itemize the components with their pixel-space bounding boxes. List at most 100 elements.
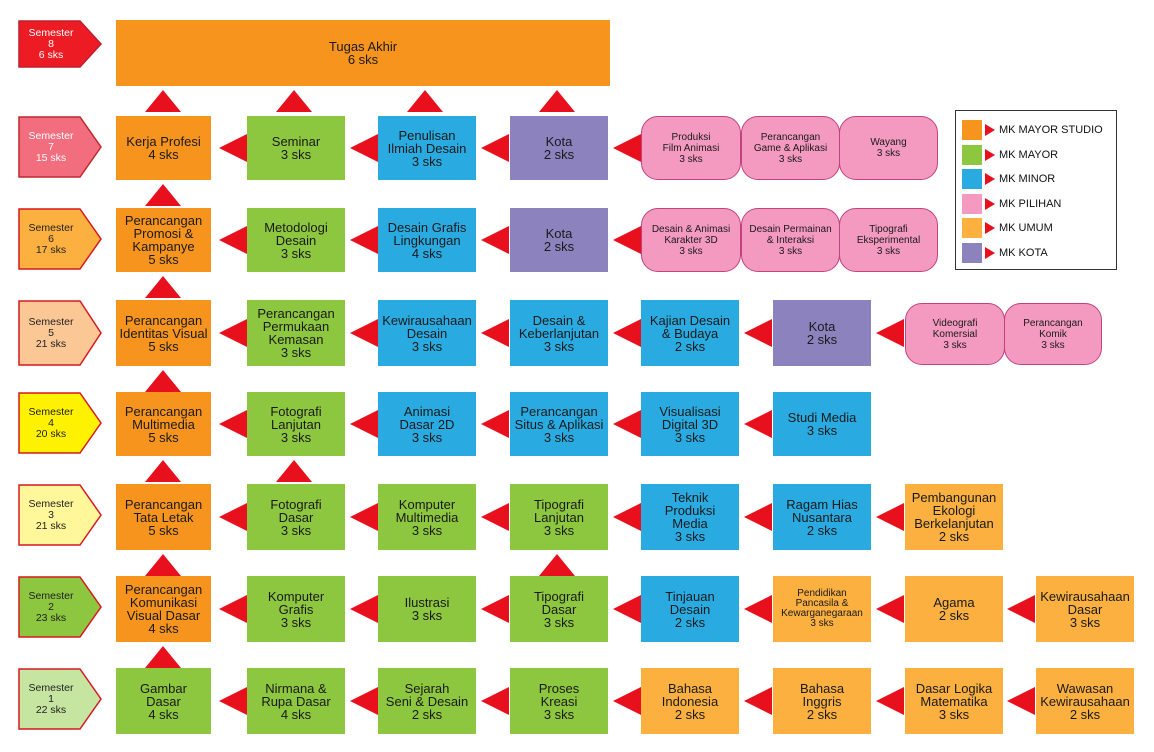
arrow-left-icon (876, 503, 904, 531)
arrow-left-icon (481, 226, 509, 254)
semester-text: Semester 1 22 sks (28, 681, 74, 716)
semester-label-s5: Semester 5 21 sks (18, 300, 102, 366)
semester-label-s4: Semester 4 20 sks (18, 392, 102, 454)
arrow-left-icon (1007, 595, 1035, 623)
legend-item-mayor: MK MAYOR (962, 144, 1058, 166)
arrow-left-icon (744, 595, 772, 623)
legend-swatch (962, 120, 982, 140)
arrow-left-icon (350, 134, 378, 162)
arrow-left-icon (744, 410, 772, 438)
course-fotografi-lanjutan: Fotografi Lanjutan 3 sks (247, 392, 345, 456)
semester-label-s3: Semester 3 21 sks (18, 484, 102, 546)
arrow-left-icon (481, 319, 509, 347)
course-gambar-dasar: Gambar Dasar 4 sks (116, 668, 211, 734)
arrow-left-icon (744, 503, 772, 531)
arrow-left-icon (350, 503, 378, 531)
course-teknik-produksi-media: Teknik Produksi Media 3 sks (641, 484, 739, 550)
course-komputer-multimedia: Komputer Multimedia 3 sks (378, 484, 476, 550)
course-pembangunan-ekologi: Pembangunan Ekologi Berkelanjutan 2 sks (905, 484, 1003, 550)
course-tinjauan-desain: Tinjauan Desain 2 sks (641, 576, 739, 642)
arrow-left-icon (876, 595, 904, 623)
semester-label-s2: Semester 2 23 sks (18, 576, 102, 638)
arrow-up-icon (276, 460, 312, 482)
arrow-up-icon (145, 276, 181, 298)
course-metodologi-desain: Metodologi Desain 3 sks (247, 208, 345, 272)
arrow-left-icon (613, 226, 641, 254)
arrow-left-icon (613, 503, 641, 531)
course-desain-animasi-karakter: Desain & Animasi Karakter 3D 3 sks (641, 208, 741, 272)
legend-item-mayor-studio: MK MAYOR STUDIO (962, 119, 1103, 141)
course-kota-5: Kota 2 sks (773, 300, 871, 366)
arrow-left-icon (219, 134, 247, 162)
course-bahasa-inggris: Bahasa Inggris 2 sks (773, 668, 871, 734)
arrow-left-icon (350, 595, 378, 623)
arrow-left-icon (219, 226, 247, 254)
arrow-left-icon (744, 319, 772, 347)
course-bahasa-indonesia: Bahasa Indonesia 2 sks (641, 668, 739, 734)
legend-swatch (962, 218, 982, 238)
semester-text: Semester 8 6 sks (28, 26, 74, 61)
arrow-up-icon (276, 90, 312, 112)
course-wawasan-kewirausahaan: Wawasan Kewirausahaan 2 sks (1036, 668, 1134, 734)
arrow-up-icon (145, 90, 181, 112)
legend-item-minor: MK MINOR (962, 168, 1055, 190)
arrow-up-icon (539, 554, 575, 576)
course-kota-6: Kota 2 sks (510, 208, 608, 272)
course-perancangan-permukaan: Perancangan Permukaan Kemasan 3 sks (247, 300, 345, 366)
course-tipografi-lanjutan: Tipografi Lanjutan 3 sks (510, 484, 608, 550)
legend-label: MK KOTA (999, 246, 1048, 259)
legend-item-kota: MK KOTA (962, 242, 1048, 264)
arrow-up-icon (145, 554, 181, 576)
course-perancangan-situs: Perancangan Situs & Aplikasi 3 sks (510, 392, 608, 456)
arrow-left-icon (219, 319, 247, 347)
arrow-left-icon (219, 595, 247, 623)
course-kewirausahaan-desain: Kewirausahaan Desain 3 sks (378, 300, 476, 366)
arrow-right-icon (985, 246, 995, 259)
semester-label-s6: Semester 6 17 sks (18, 208, 102, 270)
legend-swatch (962, 144, 982, 165)
arrow-left-icon (219, 503, 247, 531)
arrow-left-icon (350, 226, 378, 254)
course-desain-grafis-lingkungan: Desain Grafis Lingkungan 4 sks (378, 208, 476, 272)
arrow-left-icon (481, 687, 509, 715)
course-agama: Agama 2 sks (905, 576, 1003, 642)
course-tipografi-dasar: Tipografi Dasar 3 sks (510, 576, 608, 642)
course-komputer-grafis: Komputer Grafis 3 sks (247, 576, 345, 642)
arrow-up-icon (145, 370, 181, 392)
course-kewirausahaan-dasar: Kewirausahaan Dasar 3 sks (1036, 576, 1134, 642)
course-nirmana-rupa-dasar: Nirmana & Rupa Dasar 4 sks (247, 668, 345, 734)
course-videografi-komersial: Videografi Komersial 3 sks (905, 303, 1005, 365)
course-perancangan-game: Perancangan Game & Aplikasi 3 sks (741, 116, 840, 180)
semester-text: Semester 5 21 sks (28, 315, 74, 350)
course-proses-kreasi: Proses Kreasi 3 sks (510, 668, 608, 734)
semester-text: Semester 3 21 sks (28, 497, 74, 532)
course-animasi-dasar-2d: Animasi Dasar 2D 3 sks (378, 392, 476, 456)
course-fotografi-dasar: Fotografi Dasar 3 sks (247, 484, 345, 550)
arrow-left-icon (613, 595, 641, 623)
arrow-left-icon (219, 687, 247, 715)
semester-label-s7: Semester 7 15 sks (18, 116, 102, 178)
legend-swatch (962, 242, 982, 263)
course-produksi-film-animasi: Produksi Film Animasi 3 sks (641, 116, 741, 180)
course-perancangan-promosi: Perancangan Promosi & Kampanye 5 sks (116, 208, 211, 272)
arrow-right-icon (985, 148, 995, 161)
course-perancangan-multimedia: Perancangan Multimedia 5 sks (116, 392, 211, 456)
arrow-left-icon (219, 410, 247, 438)
course-desain-permainan: Desain Permainan & Interaksi 3 sks (741, 208, 840, 272)
legend-swatch (962, 193, 982, 214)
arrow-right-icon (985, 197, 995, 210)
course-perancangan-komunikasi: Perancangan Komunikasi Visual Dasar 4 sk… (116, 576, 211, 642)
legend-item-pilihan: MK PILIHAN (962, 193, 1061, 215)
arrow-left-icon (1007, 687, 1035, 715)
course-sejarah-seni-desain: Sejarah Seni & Desain 2 sks (378, 668, 476, 734)
arrow-left-icon (876, 319, 904, 347)
arrow-up-icon (407, 90, 443, 112)
course-tipografi-eksperimental: Tipografi Eksperimental 3 sks (839, 208, 938, 272)
course-ragam-hias-nusantara: Ragam Hias Nusantara 2 sks (773, 484, 871, 550)
arrow-left-icon (350, 410, 378, 438)
legend-label: MK PILIHAN (999, 197, 1062, 210)
arrow-left-icon (350, 687, 378, 715)
course-dasar-logika-matematika: Dasar Logika Matematika 3 sks (905, 668, 1003, 734)
arrow-left-icon (744, 687, 772, 715)
